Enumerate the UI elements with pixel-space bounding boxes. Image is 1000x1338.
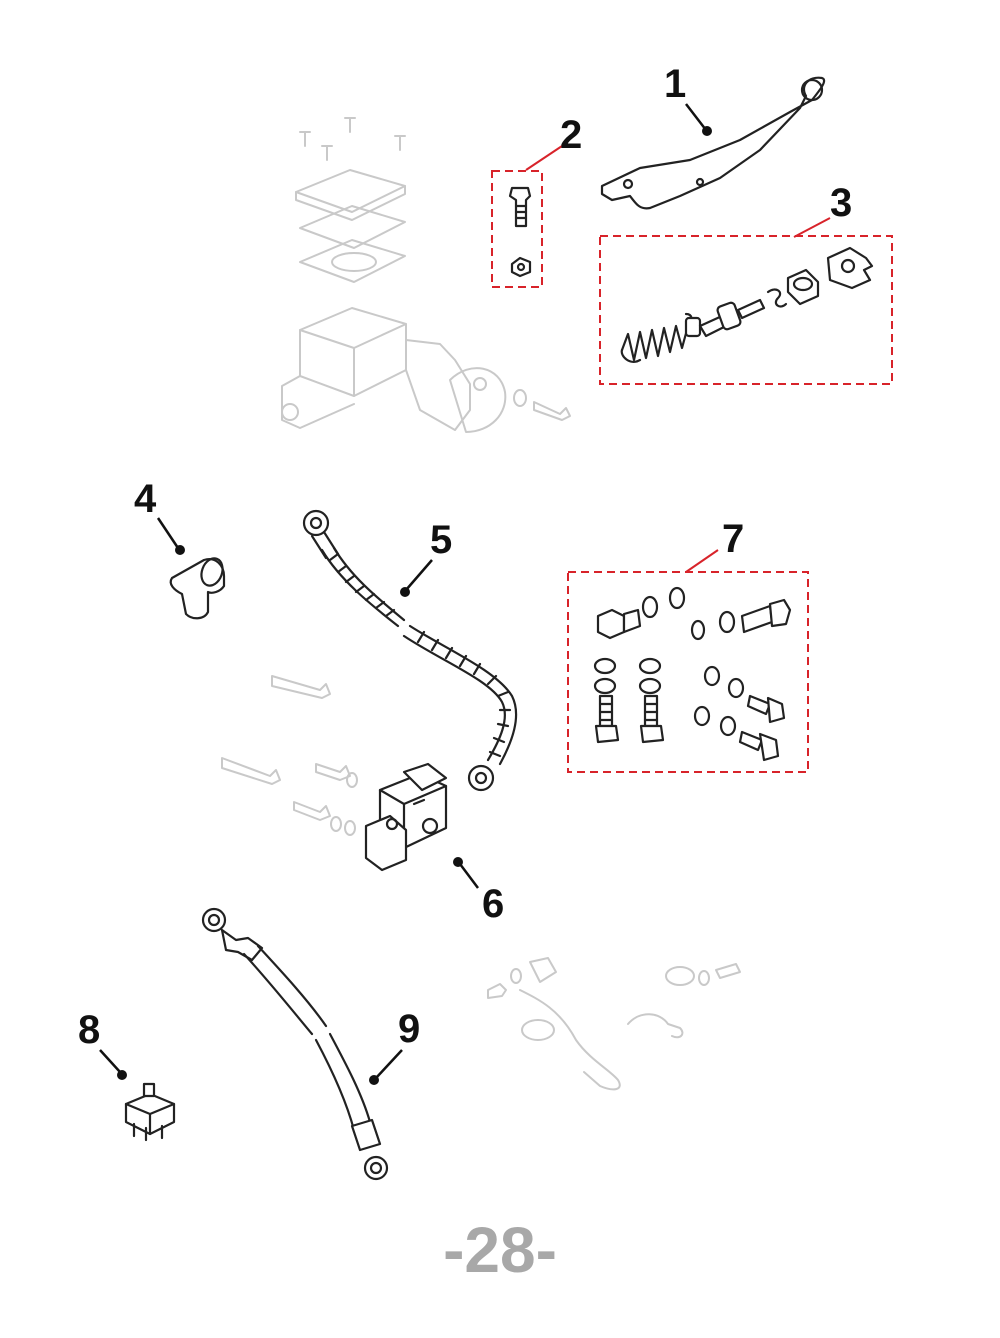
brake-pressure-switch[interactable]: [124, 1082, 176, 1142]
callout-6: 6: [482, 882, 504, 926]
leader-lines: [99, 103, 831, 1085]
callout-numbers: 1 2 3 4 5 6 7 8 9: [78, 62, 852, 1052]
ghost-master-cylinder: [281, 117, 571, 433]
brake-lever[interactable]: [600, 76, 826, 210]
bolts-washers-kit[interactable]: [567, 571, 809, 773]
page-number: -28-: [443, 1214, 557, 1286]
lower-brake-hose[interactable]: [201, 907, 389, 1181]
ghost-switch-bracket: [487, 957, 741, 1091]
pivot-bolt-nut-kit[interactable]: [491, 170, 543, 288]
callout-9: 9: [398, 1007, 420, 1051]
piston-spring-kit[interactable]: [599, 235, 893, 385]
callout-3: 3: [830, 181, 852, 225]
brake-valve-block[interactable]: [364, 762, 448, 872]
brake-valve-ghost-bolts: [221, 675, 358, 836]
upper-brake-hose[interactable]: [302, 509, 518, 792]
callout-7: 7: [722, 517, 744, 561]
callout-4: 4: [134, 477, 157, 521]
callout-2: 2: [560, 113, 582, 157]
rubber-elbow-boot[interactable]: [169, 555, 226, 620]
callout-1: 1: [664, 62, 686, 106]
callout-8: 8: [78, 1008, 100, 1052]
callout-5: 5: [430, 518, 452, 562]
